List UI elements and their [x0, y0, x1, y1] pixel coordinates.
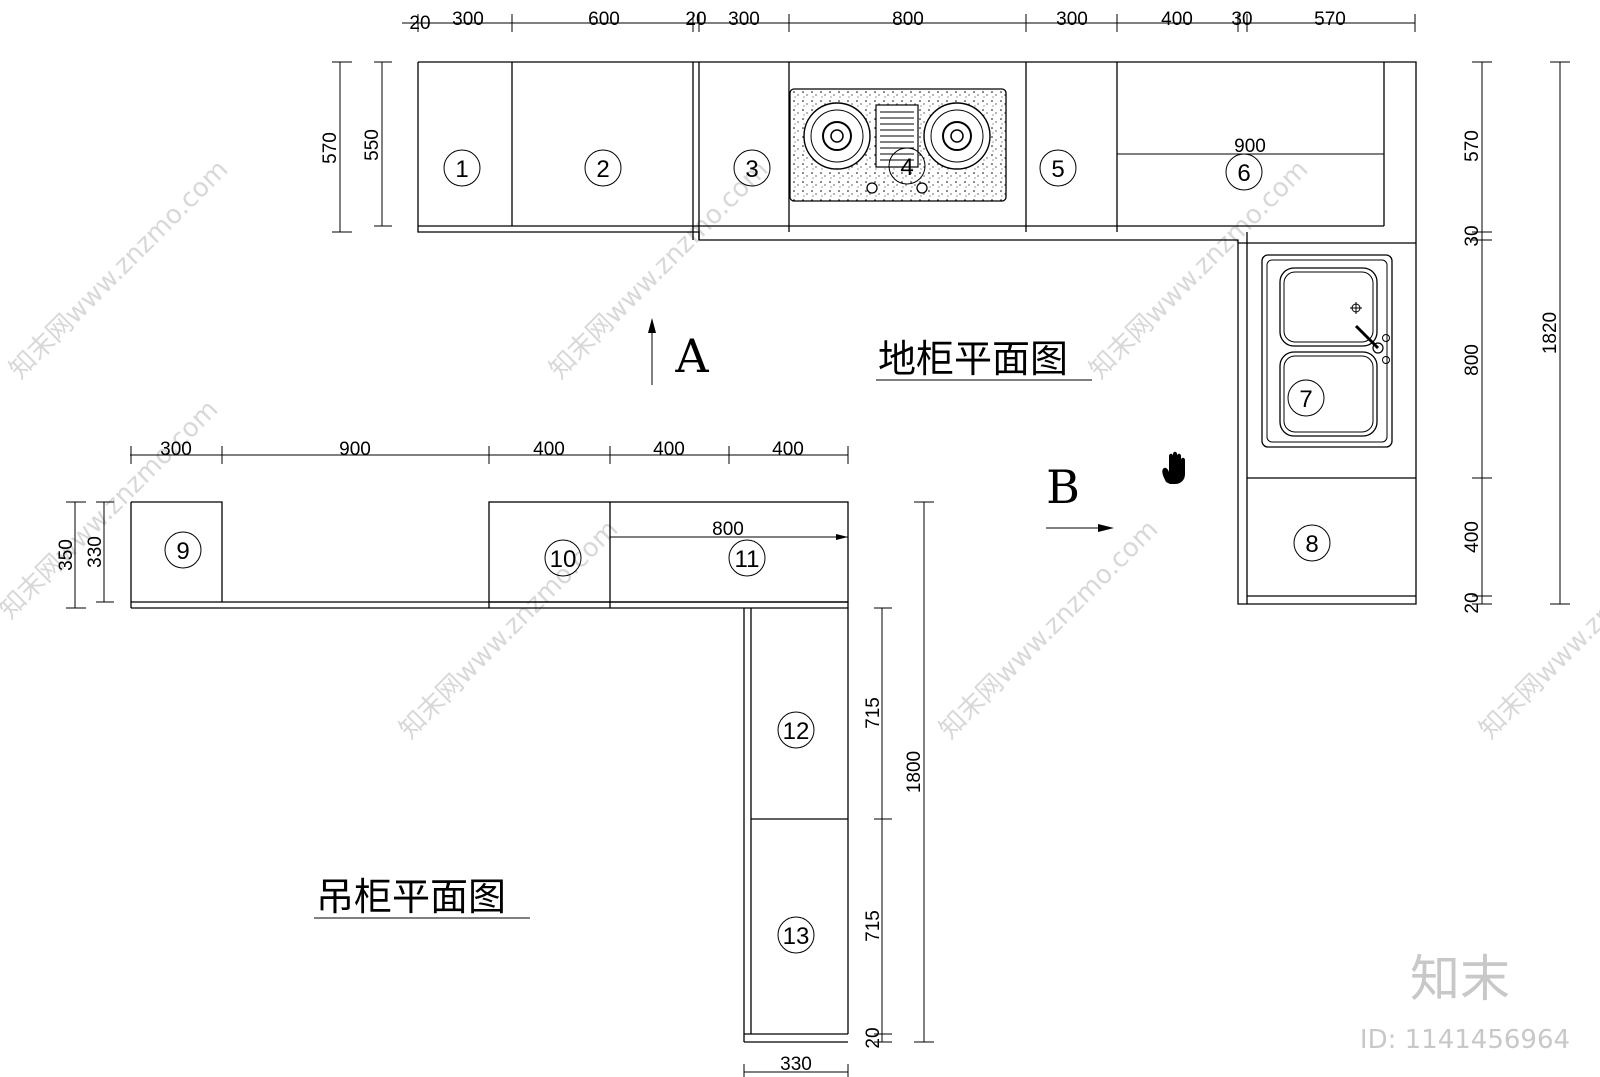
dim-label: 715: [863, 910, 884, 942]
dim-label: 800: [712, 519, 744, 540]
dim-label: 800: [892, 9, 924, 30]
cabinet-number-11: 11: [728, 539, 766, 577]
dim-label: 570: [1314, 9, 1346, 30]
dim-label: 400: [653, 439, 685, 460]
dim-label: 570: [320, 132, 341, 164]
dim-label: 550: [362, 129, 383, 161]
watermark-text: 知末网www.znzmo.com: [4, 154, 235, 385]
svg-text:4: 4: [900, 154, 913, 181]
cabinet-number-3: 3: [733, 149, 771, 187]
brand-logo: 知末: [1410, 950, 1510, 1008]
base-cabinet-plan: 20 300 600 20 300 800 300 400 30 570 570…: [320, 9, 1570, 614]
dim-label: 715: [863, 697, 884, 729]
cabinet-number-8: 8: [1293, 524, 1331, 562]
watermark-text: 知末网www.znzmo.com: [934, 514, 1165, 745]
svg-text:7: 7: [1299, 386, 1312, 413]
cabinet-number-1: 1: [443, 149, 481, 187]
dim-label: 800: [1462, 344, 1483, 376]
dim-label: 400: [1462, 521, 1483, 553]
dim-label: 30: [1462, 225, 1483, 246]
watermark-text: 知末网www.znzmo.com: [1084, 154, 1315, 385]
cabinet-number-7: 7: [1287, 379, 1325, 417]
cabinet-number-9: 9: [164, 531, 202, 569]
dim-label: 330: [780, 1054, 812, 1075]
cabinet-number-10: 10: [544, 539, 582, 577]
dim-label: 600: [588, 9, 620, 30]
svg-text:5: 5: [1051, 156, 1064, 183]
svg-text:10: 10: [550, 546, 577, 573]
svg-text:11: 11: [735, 546, 760, 573]
base-plan-title: 地柜平面图: [878, 337, 1068, 381]
wall-plan-title: 吊柜平面图: [316, 875, 506, 919]
gas-cooktop: [789, 88, 1007, 202]
watermark-text: 知末网www.znzmo.com: [394, 514, 625, 745]
cabinet-number-5: 5: [1039, 149, 1077, 187]
cabinet-number-2: 2: [584, 149, 622, 187]
cabinet-number-6: 6: [1225, 153, 1263, 191]
view-arrow-a: A: [648, 318, 709, 385]
dim-label: 300: [452, 9, 484, 30]
dim-label: 400: [772, 439, 804, 460]
brand-id: ID: 1141456964: [1360, 1025, 1570, 1055]
hand-cursor-icon: [1162, 451, 1185, 484]
dim-label: 570: [1462, 130, 1483, 162]
svg-text:6: 6: [1237, 160, 1250, 187]
dim-label: 300: [160, 439, 192, 460]
dim-label: 300: [1056, 9, 1088, 30]
svg-text:8: 8: [1305, 531, 1318, 558]
dim-label: 1800: [904, 751, 925, 793]
svg-text:9: 9: [176, 538, 189, 565]
wall-cabinet-plan: 300 900 400 400 400 350 330 800: [56, 439, 934, 1077]
dim-label: 20: [1462, 592, 1483, 613]
svg-text:A: A: [674, 329, 709, 383]
watermark-text: 知末网www.znzmo.com: [0, 394, 224, 625]
dim-label: 300: [728, 9, 760, 30]
cabinet-number-12: 12: [777, 711, 815, 749]
watermark-text: 知末网www.znzmo.com: [1474, 514, 1600, 745]
svg-text:12: 12: [783, 718, 810, 745]
svg-text:3: 3: [745, 156, 758, 183]
svg-text:1: 1: [455, 156, 468, 183]
svg-text:13: 13: [783, 923, 810, 950]
cabinet-number-13: 13: [777, 916, 815, 954]
dim-label: 330: [85, 536, 106, 568]
svg-text:2: 2: [596, 156, 609, 183]
cabinet-number-4: 4: [888, 147, 926, 185]
dim-label: 30: [1231, 9, 1252, 30]
dim-label: 20: [685, 9, 706, 30]
double-sink: [1261, 254, 1393, 448]
dim-label: 350: [56, 539, 77, 571]
dim-label: 1820: [1540, 312, 1561, 354]
dim-label: 900: [1234, 136, 1266, 157]
dim-label: 400: [1161, 9, 1193, 30]
dim-label: 900: [339, 439, 371, 460]
dim-label: 400: [533, 439, 565, 460]
view-arrow-b: B: [1046, 460, 1114, 532]
dim-label: 20: [409, 13, 430, 34]
watermark-text: 知末网www.znzmo.com: [544, 154, 775, 385]
dim-label: 20: [863, 1027, 884, 1048]
svg-text:B: B: [1046, 460, 1080, 514]
